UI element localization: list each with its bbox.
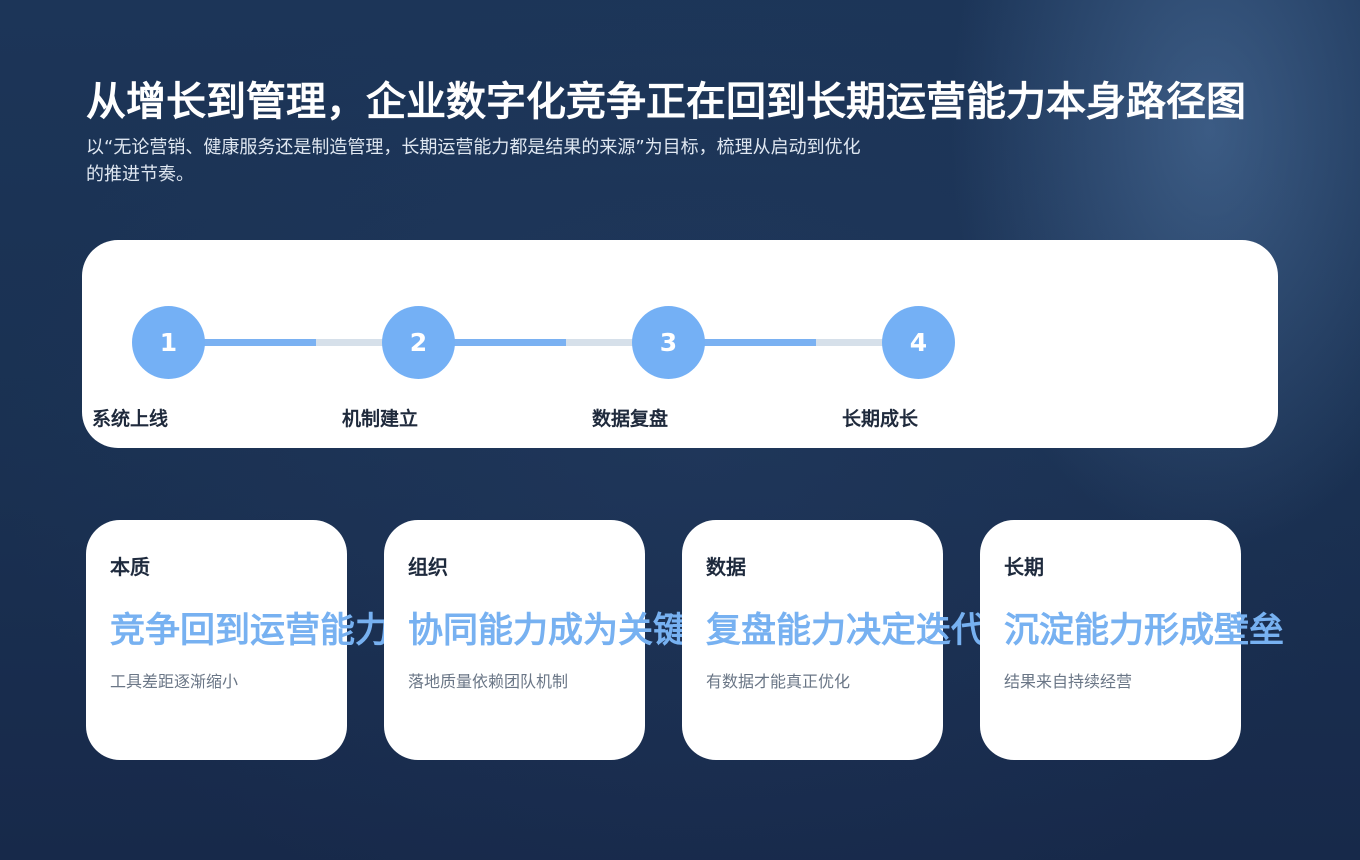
- timeline-step-3-node: 3: [632, 306, 705, 379]
- timeline-connector-1-2: [200, 339, 398, 346]
- card-description: 落地质量依赖团队机制: [408, 672, 569, 691]
- timeline-step-4-label: 长期成长: [842, 408, 919, 430]
- card-category: 本质: [110, 555, 150, 579]
- info-card-long-term: 长期 沉淀能力形成壁垒 结果来自持续经营: [980, 520, 1284, 760]
- card-headline: 竞争回到运营能力: [110, 611, 391, 651]
- info-card-data: 数据 复盘能力决定迭代 有数据才能真正优化: [682, 520, 986, 760]
- timeline-step-1-label: 系统上线: [92, 408, 169, 430]
- timeline-connector-2-3: [450, 339, 648, 346]
- card-headline: 复盘能力决定迭代: [706, 611, 987, 651]
- card-category: 长期: [1004, 555, 1044, 579]
- timeline-panel: 1 2 3 4 系统上线 机制建立 数据复盘 长期成长: [82, 240, 1278, 448]
- timeline-step-4-node: 4: [882, 306, 955, 379]
- timeline-step-2-label: 机制建立: [342, 408, 419, 430]
- info-card-organization: 组织 协同能力成为关键 落地质量依赖团队机制: [384, 520, 688, 760]
- card-description: 结果来自持续经营: [1004, 672, 1133, 691]
- card-headline: 沉淀能力形成壁垒: [1004, 611, 1285, 651]
- timeline-step-3-label: 数据复盘: [592, 408, 669, 430]
- card-category: 组织: [408, 555, 448, 579]
- timeline-connector-3-4: [700, 339, 898, 346]
- card-category: 数据: [706, 555, 746, 579]
- card-description: 工具差距逐渐缩小: [110, 672, 239, 691]
- page-title: 从增长到管理，企业数字化竞争正在回到长期运营能力本身路径图: [86, 79, 1246, 125]
- card-headline: 协同能力成为关键: [408, 611, 689, 651]
- info-card-essence: 本质 竞争回到运营能力 工具差距逐渐缩小: [86, 520, 390, 760]
- page-subtitle: 以“无论营销、健康服务还是制造管理，长期运营能力都是结果的来源”为目标，梳理从启…: [86, 137, 861, 185]
- timeline-step-2-node: 2: [382, 306, 455, 379]
- timeline-step-1-node: 1: [132, 306, 205, 379]
- card-description: 有数据才能真正优化: [706, 672, 851, 691]
